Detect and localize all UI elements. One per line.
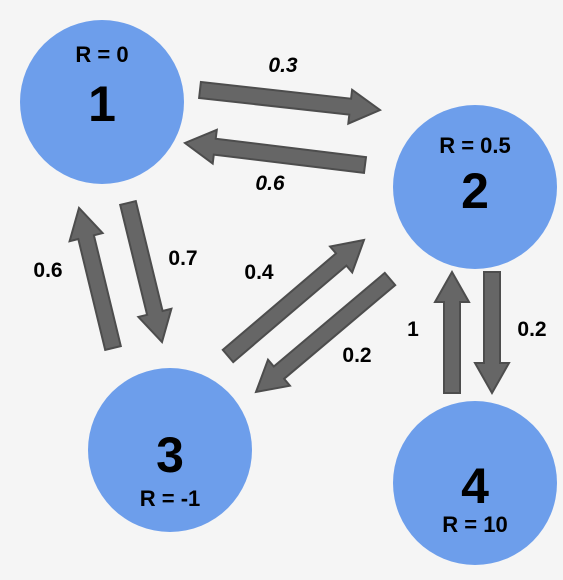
edge-2-4-label: 0.2 (517, 318, 546, 341)
edge-2-3-arrow (254, 271, 397, 394)
node-2-reward: R = 0.5 (439, 133, 511, 158)
node-1-label: 1 (88, 76, 116, 132)
edge-4-2-arrow (433, 269, 471, 394)
node-3-circle (88, 368, 252, 532)
node-1: R = 0 1 (20, 20, 184, 184)
node-4-circle (393, 401, 557, 565)
edge-3-2-label: 0.4 (244, 261, 274, 284)
edge-1-2-arrow (197, 80, 383, 126)
edge-arrows (68, 80, 511, 396)
node-4-label: 4 (461, 458, 489, 514)
edge-2-4-arrow (473, 271, 511, 396)
edge-4-2-label: 1 (407, 318, 419, 341)
node-1-circle (20, 20, 184, 184)
node-2: R = 0.5 2 (393, 105, 557, 269)
edge-2-1-label: 0.6 (255, 172, 285, 195)
edge-1-3-arrow (118, 199, 173, 344)
edge-1-3-label: 0.7 (168, 247, 197, 270)
node-4: 4 R = 10 (393, 401, 557, 565)
edge-2-1-arrow (182, 128, 368, 175)
node-3-label: 3 (156, 427, 184, 483)
node-3: 3 R = -1 (88, 368, 252, 532)
node-2-circle (393, 105, 557, 269)
node-3-reward: R = -1 (140, 486, 201, 511)
edge-2-3-label: 0.2 (342, 344, 371, 367)
edge-1-2-label: 0.3 (268, 54, 298, 77)
node-1-reward: R = 0 (75, 42, 128, 67)
edge-3-1-label: 0.6 (33, 259, 62, 282)
node-2-label: 2 (461, 163, 489, 219)
node-4-reward: R = 10 (442, 512, 507, 537)
edge-3-2-arrow (221, 238, 366, 364)
edge-3-1-arrow (68, 206, 123, 352)
